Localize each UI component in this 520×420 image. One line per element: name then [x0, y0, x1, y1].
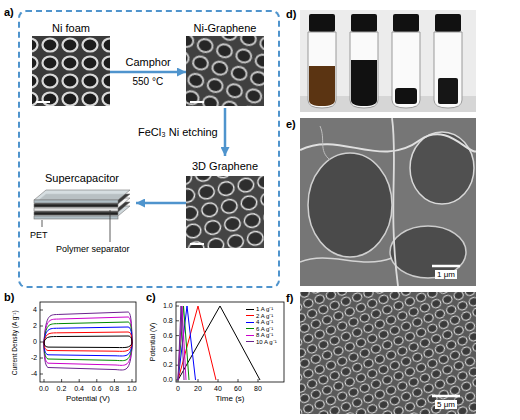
graphene-3d-stage: 3D Graphene — [186, 156, 264, 250]
tick-label: 80 — [254, 385, 262, 393]
sem-sheets — [300, 118, 476, 286]
tick-label: 2 — [33, 322, 37, 330]
legend-text: 1 A g⁻¹ — [256, 306, 273, 312]
legend-swatch — [246, 335, 254, 336]
process-arrow — [224, 108, 227, 156]
tick-label: 0.2 — [163, 361, 173, 369]
legend-swatch — [246, 315, 254, 316]
tick-label: 0 — [33, 338, 37, 346]
tick-label: 0.6 — [92, 385, 102, 393]
step-condition: FeCl₃ Ni etching — [137, 126, 219, 139]
axis-title: Current Density (A g⁻¹) — [10, 310, 17, 375]
legend-row: 4 A g⁻¹ — [246, 319, 277, 326]
scale-label: 5 μm — [435, 400, 457, 409]
sem-3d-graphene — [186, 176, 264, 248]
tick-label: 1.0 — [163, 302, 173, 310]
axis-title: Time (s) — [216, 394, 245, 403]
sem-ni-foam — [32, 36, 110, 106]
supercapacitor-stage: Supercapacitor — [28, 168, 136, 230]
step-condition: Camphor — [125, 56, 172, 69]
tick-label: 60 — [234, 385, 242, 393]
stage-label: Supercapacitor — [45, 168, 119, 185]
legend-swatch — [246, 341, 254, 342]
legend-swatch — [246, 322, 254, 323]
tick-label: 0.4 — [74, 385, 84, 393]
tick-label: 40 — [214, 385, 222, 393]
axis-title: Potential (V) — [66, 394, 110, 403]
stage-label: 3D Graphene — [192, 156, 258, 173]
panel-letter: d) — [286, 8, 296, 21]
scale-label: 1 μm — [435, 270, 457, 279]
legend-row: 2 A g⁻¹ — [246, 313, 277, 320]
tick-label: 0.8 — [163, 317, 173, 325]
legend-text: 4 A g⁻¹ — [256, 319, 273, 325]
legend-text: 8 A g⁻¹ — [256, 332, 273, 338]
legend-swatch — [246, 309, 254, 310]
panel-letter: c) — [146, 291, 156, 304]
chart-legend: 1 A g⁻¹2 A g⁻¹4 A g⁻¹6 A g⁻¹8 A g⁻¹10 A … — [246, 306, 277, 345]
legend-text: 10 A g⁻¹ — [256, 339, 277, 345]
ni-graphene-stage: Ni-Graphene — [186, 18, 264, 108]
tick-label: 20 — [194, 385, 202, 393]
layer-label: PET — [30, 230, 48, 240]
tick-label: 0.0 — [163, 376, 173, 384]
tick-label: -2 — [31, 354, 37, 362]
sem-ni-graphene — [186, 36, 264, 106]
legend-text: 2 A g⁻¹ — [256, 313, 273, 319]
scale-bar — [36, 101, 50, 103]
legend-row: 6 A g⁻¹ — [246, 326, 277, 333]
process-condition: 550 °C — [133, 76, 164, 88]
tick-label: 4 — [33, 306, 37, 314]
panel-letter: f) — [286, 292, 293, 305]
cv-plot — [40, 302, 136, 382]
panel-letter: e) — [286, 118, 296, 131]
sem-images — [32, 36, 264, 248]
sem-network — [300, 292, 476, 414]
panel-letter: a) — [4, 6, 14, 18]
tick-label: 0 — [176, 385, 180, 393]
layer-label: Polymer separator — [56, 244, 130, 254]
legend-swatch — [246, 328, 254, 329]
tick-label: 1.0 — [127, 385, 137, 393]
tick-label: 0.4 — [163, 346, 173, 354]
tick-label: 0.2 — [57, 385, 67, 393]
panel-letter: b) — [4, 291, 14, 304]
stage-label: Ni foam — [52, 18, 90, 35]
ni-foam-stage: Ni foam — [32, 18, 110, 108]
legend-row: 10 A g⁻¹ — [246, 339, 277, 346]
legend-text: 6 A g⁻¹ — [256, 326, 273, 332]
legend-row: 8 A g⁻¹ — [246, 332, 277, 339]
tick-label: 0.6 — [163, 332, 173, 340]
legend-row: 1 A g⁻¹ — [246, 306, 277, 313]
tick-label: 0.0 — [39, 385, 49, 393]
scale-bar — [190, 101, 204, 103]
vial-photo — [300, 10, 476, 112]
tick-label: -4 — [31, 370, 37, 378]
supercapacitor-device — [34, 190, 130, 219]
process-arrow — [110, 71, 186, 74]
stage-label: Ni-Graphene — [194, 18, 257, 35]
process-arrow — [136, 202, 186, 205]
gcd-plot — [176, 302, 284, 382]
axis-title: Potential (V) — [149, 323, 157, 362]
tick-label: 0.8 — [109, 385, 119, 393]
scale-bar — [190, 243, 204, 245]
leader-lines — [42, 210, 110, 242]
